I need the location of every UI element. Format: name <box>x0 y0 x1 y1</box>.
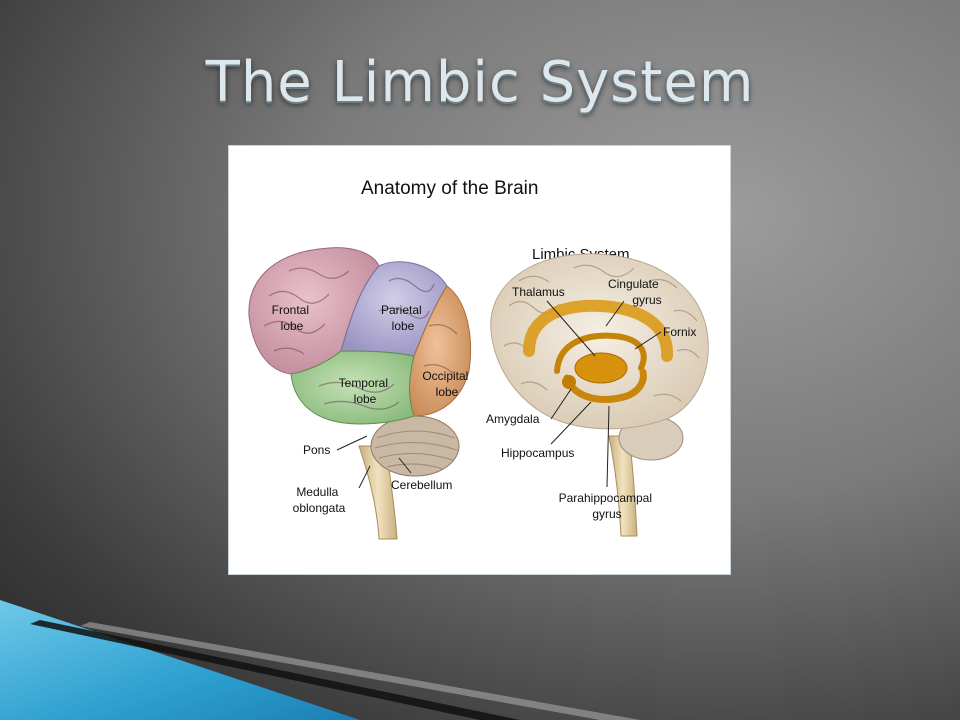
figure-title: Anatomy of the Brain <box>361 178 538 199</box>
label-temporal-lobe: Temporal lobe <box>339 376 392 406</box>
label-fornix: Fornix <box>663 325 696 339</box>
label-medulla-oblongata: Medulla oblongata <box>293 485 346 515</box>
medulla-pointer <box>358 465 371 489</box>
cerebellum-folds <box>374 430 458 470</box>
temporal-lobe <box>290 350 415 425</box>
label-hippocampus: Hippocampus <box>501 446 574 460</box>
fornix-pointer <box>634 331 662 350</box>
right-brainstem <box>608 435 638 537</box>
thalamus-shape <box>574 352 628 384</box>
thalamus-pointer <box>546 300 596 357</box>
label-frontal-lobe: Frontal lobe <box>272 303 313 333</box>
accent-blue-wedge <box>0 600 360 720</box>
hippocampus-shape <box>563 368 647 403</box>
label-parietal-lobe: Parietal lobe <box>381 303 425 333</box>
label-amygdala: Amygdala <box>486 412 540 426</box>
label-cingulate-gyrus: Cingulate gyrus <box>608 277 662 307</box>
fornix-shape <box>554 332 647 374</box>
pons-pointer <box>336 435 368 451</box>
medial-brain-illustration: Limbic System Thalamus Cingulate gyrus <box>486 246 709 537</box>
label-thalamus: Thalamus <box>512 285 565 299</box>
slide-title: The Limbic System <box>205 50 755 115</box>
accent-light-stripe <box>80 622 640 720</box>
brain-diagram: Anatomy of the Brain Frontal lob <box>248 178 709 540</box>
cingulate-gyrus-shape <box>523 299 674 362</box>
brain-anatomy-figure: Anatomy of the Brain Frontal lob <box>228 145 731 575</box>
brain-folds <box>263 267 458 410</box>
label-cerebellum: Cerebellum <box>391 478 452 492</box>
medial-cortex <box>490 253 709 430</box>
occipital-lobe <box>409 285 472 417</box>
label-parahippocampal-gyrus: Parahippocampal gyrus <box>559 491 656 521</box>
parahippocampal-pointer <box>606 405 610 488</box>
lateral-brain-illustration: Frontal lobe Parietal lobe Temporal lobe… <box>248 247 472 540</box>
label-pons: Pons <box>303 443 330 457</box>
amygdala-pointer <box>550 388 572 420</box>
cingulate-pointer <box>605 300 625 327</box>
cerebellum-pointer <box>398 457 412 474</box>
label-occipital-lobe: Occipital lobe <box>422 369 471 399</box>
accent-dark-stripe <box>30 620 520 720</box>
decorative-corner-accent <box>0 600 640 720</box>
hippocampus-pointer <box>550 401 592 445</box>
amygdala-shape <box>562 375 576 389</box>
